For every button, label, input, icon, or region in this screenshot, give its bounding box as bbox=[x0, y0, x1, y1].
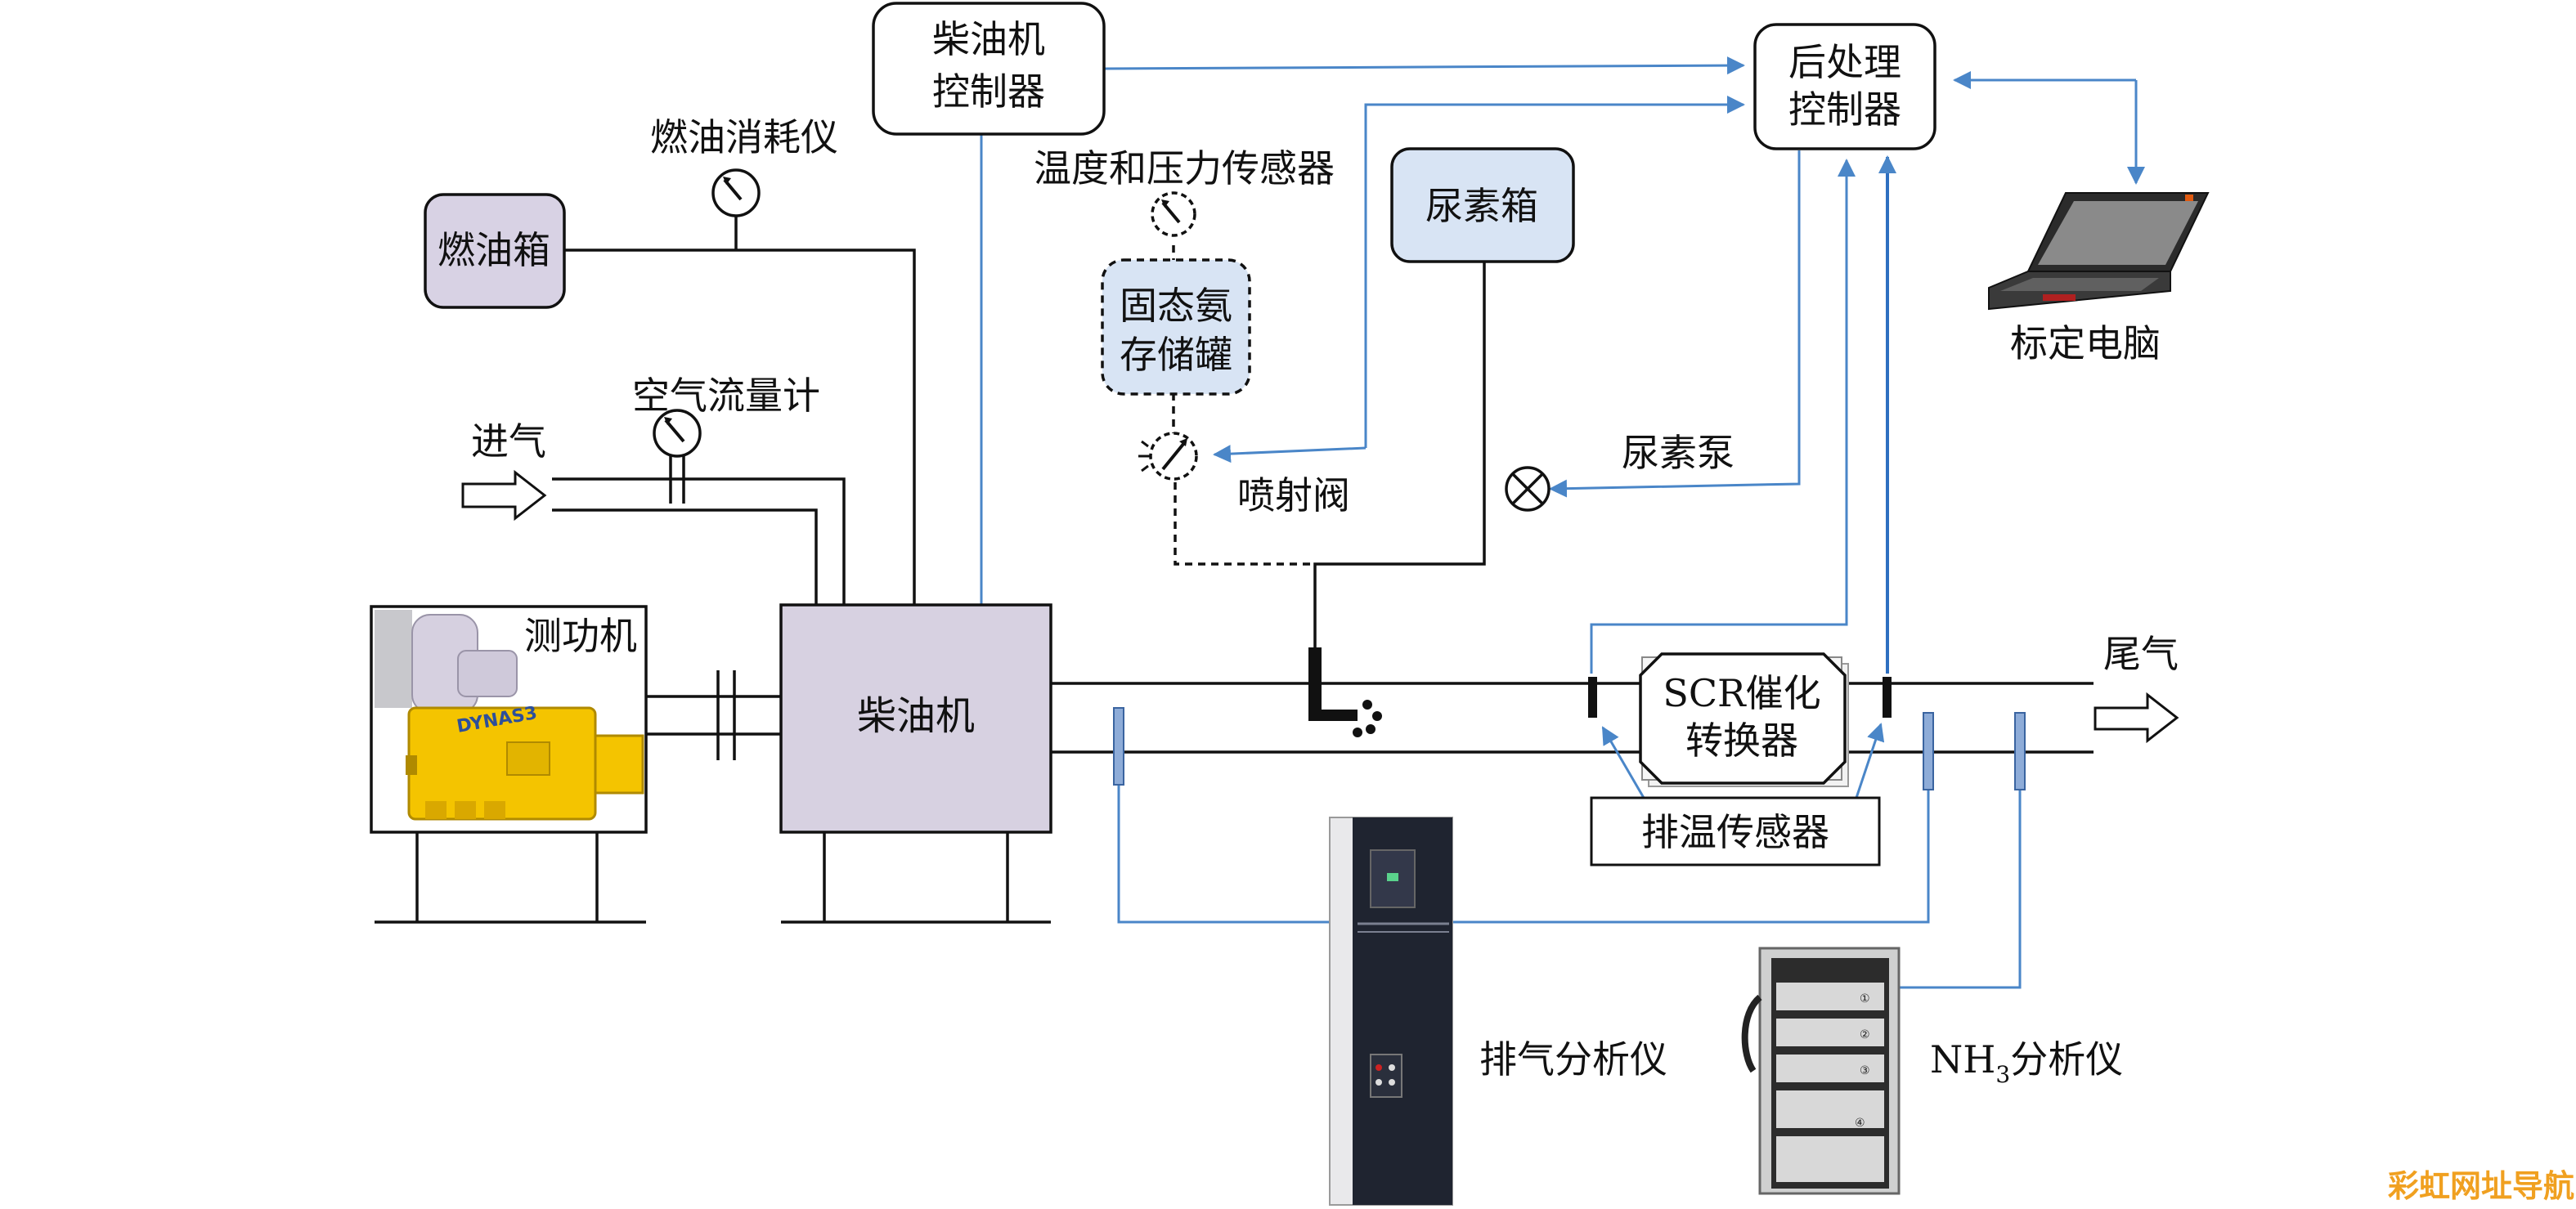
dynamometer-label: 测功机 bbox=[524, 614, 637, 658]
urea-tank-box: 尿素箱 bbox=[1390, 147, 1575, 263]
calibration-pc-label: 标定电脑 bbox=[2010, 321, 2161, 365]
temp-pressure-sensor-icon bbox=[1151, 191, 1196, 237]
diesel-controller-line2: 控制器 bbox=[932, 69, 1045, 114]
signal-exhaust-temp-upstream bbox=[1590, 159, 1856, 674]
temp-sensor-downstream bbox=[1883, 677, 1892, 718]
nh3-analyzer-rack: ① ② ③ ④ bbox=[1741, 947, 1901, 1195]
svg-text:①: ① bbox=[1860, 992, 1870, 1005]
svg-text:柴油机: 柴油机 bbox=[857, 693, 975, 739]
svg-text:④: ④ bbox=[1855, 1117, 1865, 1130]
injector-label: 喷射阀 bbox=[1237, 473, 1350, 517]
svg-text:控制器: 控制器 bbox=[1788, 87, 1901, 132]
nh3-analyzer-label: NH3分析仪 bbox=[1930, 1037, 2123, 1088]
diesel-controller-line1: 柴油机 bbox=[932, 17, 1045, 61]
urea-line bbox=[1313, 262, 1486, 654]
sample-probe-2 bbox=[1923, 712, 1934, 790]
signal-sensor-to-aftertreatment bbox=[1364, 96, 1745, 448]
scr-label-line2: 转换器 bbox=[1685, 719, 1798, 763]
exhaust-analyzer-line bbox=[1117, 752, 1930, 924]
intake-pipe-upper bbox=[552, 477, 846, 605]
sample-probe-3 bbox=[2014, 712, 2026, 790]
exhaust-analyzer-label: 排气分析仪 bbox=[1479, 1037, 1667, 1081]
svg-text:③: ③ bbox=[1860, 1064, 1870, 1077]
exhaust-out-label: 尾气 bbox=[2103, 632, 2179, 676]
scr-label-line1: SCR催化 bbox=[1663, 671, 1820, 715]
injector-valve-icon bbox=[1138, 432, 1198, 481]
svg-text:后处理: 后处理 bbox=[1788, 40, 1901, 84]
diesel-controller-box: 柴油机 控制器 bbox=[872, 2, 1106, 136]
svg-text:固态氨: 固态氨 bbox=[1120, 284, 1232, 328]
air-flow-meter-label: 空气流量计 bbox=[632, 374, 820, 418]
temp-pressure-sensor-label: 温度和压力传感器 bbox=[1034, 146, 1335, 190]
air-flow-meter-gauge-icon bbox=[653, 409, 702, 458]
fuel-meter-label: 燃油消耗仪 bbox=[650, 115, 838, 159]
exhaust-temp-sensor-box: 排温传感器 bbox=[1590, 796, 1881, 866]
intake-label: 进气 bbox=[471, 419, 546, 463]
fuel-line bbox=[564, 249, 916, 605]
calibration-pc-icon bbox=[1988, 192, 2210, 311]
temp-sensor-arrows bbox=[1601, 723, 1885, 799]
blue-lines bbox=[980, 56, 2145, 989]
solid-ammonia-tank-box: 固态氨 存储罐 bbox=[1101, 258, 1251, 396]
fuel-meter-gauge-icon bbox=[711, 168, 761, 217]
intake-pipe-lower bbox=[552, 508, 818, 605]
diesel-engine-box: 柴油机 bbox=[779, 603, 1052, 834]
exhaust-analyzer-cabinet bbox=[1329, 817, 1453, 1206]
aftertreatment-controller-box: 后处理 控制器 bbox=[1753, 23, 1936, 150]
svg-text:燃油箱: 燃油箱 bbox=[438, 228, 550, 272]
svg-text:排温传感器: 排温传感器 bbox=[1641, 810, 1829, 854]
nh3-analyzer-line bbox=[1897, 754, 2022, 989]
signal-diesel-to-aftertreatment bbox=[1103, 56, 1745, 75]
exhaust-out-arrow-icon bbox=[2094, 692, 2179, 744]
svg-text:存储罐: 存储罐 bbox=[1120, 333, 1232, 377]
urea-pump-icon bbox=[1505, 466, 1551, 512]
svg-text:②: ② bbox=[1860, 1028, 1870, 1041]
dynamometer-image: DYNAS3 bbox=[370, 605, 648, 834]
sample-probe-1 bbox=[1113, 707, 1124, 786]
urea-pump-label: 尿素泵 bbox=[1622, 431, 1735, 475]
watermark-text: 彩虹网址导航 bbox=[2388, 1168, 2574, 1204]
signal-to-urea-pump bbox=[1549, 150, 1801, 498]
signal-to-injector bbox=[1213, 445, 1367, 463]
ammonia-to-injector-dashed bbox=[1174, 482, 1315, 566]
svg-text:尿素箱: 尿素箱 bbox=[1425, 184, 1538, 228]
black-lines bbox=[375, 211, 2094, 924]
scr-converter: SCR催化 转换器 bbox=[1639, 652, 1849, 787]
fuel-tank-box: 燃油箱 bbox=[424, 193, 566, 309]
dosing-nozzle-icon bbox=[1308, 647, 1382, 737]
temp-sensor-upstream bbox=[1588, 677, 1597, 718]
intake-arrow-icon bbox=[461, 469, 547, 522]
